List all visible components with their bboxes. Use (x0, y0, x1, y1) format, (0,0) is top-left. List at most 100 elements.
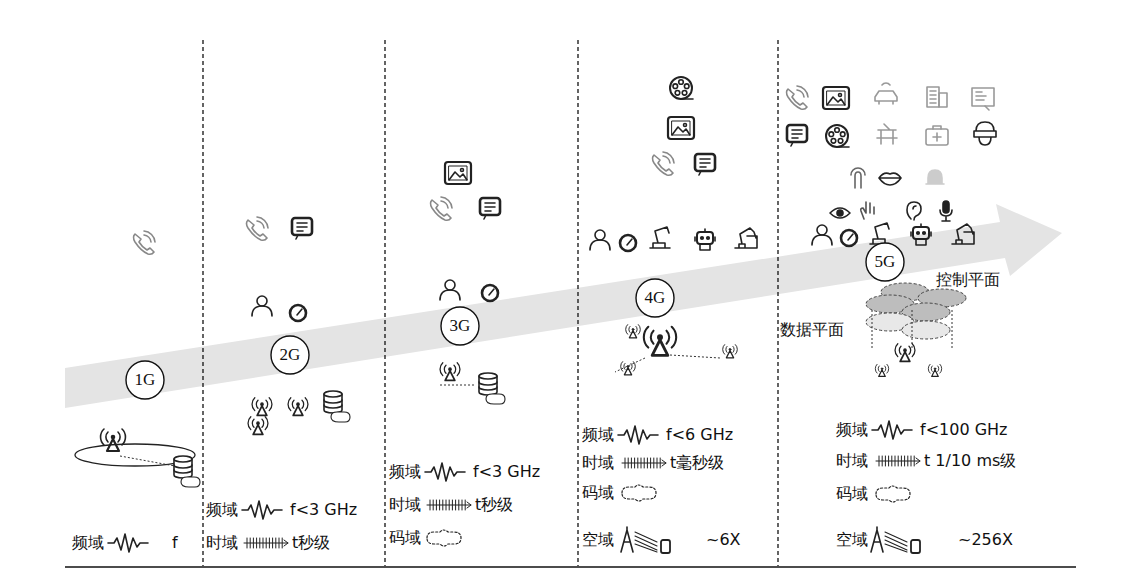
domain-label: 频域 (206, 500, 238, 520)
domain-label: 频域 (836, 420, 868, 440)
circle-shape (441, 307, 479, 345)
plane-label: 控制平面 (936, 270, 1000, 290)
hand-icon (861, 202, 874, 219)
domain-label: 频域 (582, 425, 614, 445)
generation-circle: 4G (635, 278, 675, 318)
domain-label: f<3 GHz (290, 500, 357, 520)
msg-icon (480, 198, 500, 219)
circle-shape (126, 361, 164, 399)
msg-icon (292, 218, 312, 239)
generation-label: 2G (270, 335, 310, 365)
tower-symbol (440, 363, 460, 381)
domain-label: 码域 (836, 484, 868, 504)
frequency-wave-symbol (618, 426, 658, 444)
user-icon (590, 230, 610, 250)
domain-label: f<3 GHz (473, 462, 540, 482)
frequency-wave-symbol (425, 463, 465, 481)
time-slot-symbol (876, 456, 920, 466)
crane-icon (870, 223, 890, 244)
film-icon (826, 125, 849, 147)
domain-label: 频域 (72, 533, 104, 553)
tower-symbol (723, 345, 738, 358)
frequency-wave-symbol (242, 501, 282, 519)
tower-symbol (101, 429, 126, 451)
image-icon (668, 117, 694, 139)
user-icon (252, 296, 272, 316)
domain-label: t秒级 (475, 495, 513, 515)
eye-icon (830, 208, 850, 218)
tower-symbol (895, 344, 915, 362)
generation-circle: 1G (125, 360, 165, 400)
frequency-wave-symbol (872, 421, 912, 439)
user-icon (812, 225, 832, 245)
tower-symbol (626, 325, 641, 338)
generation-label: 3G (440, 306, 480, 336)
link-line (615, 358, 645, 372)
frequency-wave-symbol (108, 534, 148, 552)
finger-icon (851, 168, 865, 188)
network-plane (902, 321, 950, 339)
gauge-icon (841, 230, 857, 246)
domain-label: f (172, 533, 178, 553)
code-symbol (427, 530, 461, 546)
link-line (440, 385, 475, 386)
domain-label: f<6 GHz (666, 425, 733, 445)
user-icon (440, 280, 460, 300)
column-divider (577, 40, 578, 566)
arm-icon (735, 228, 757, 248)
crane-icon (650, 227, 670, 248)
generation-circle: 3G (440, 306, 480, 346)
image-icon (823, 87, 849, 109)
domain-label: 空域 (582, 530, 614, 550)
domain-label: 频域 (389, 462, 421, 482)
tower-symbol (875, 364, 889, 376)
vr-icon (974, 122, 996, 145)
gauge-icon (290, 305, 306, 321)
ear-icon (907, 202, 921, 220)
database-symbol (174, 456, 200, 487)
lips-icon (879, 173, 901, 185)
screen-icon (972, 88, 994, 110)
mic-icon (940, 201, 952, 221)
time-slot-symbol (622, 458, 666, 468)
link-line (872, 310, 873, 350)
domain-label: 时域 (836, 451, 868, 471)
generation-circle: 5G (865, 242, 905, 282)
tower-symbol (288, 398, 308, 416)
domain-label: t毫秒级 (670, 453, 724, 473)
tram-icon (877, 124, 897, 144)
link-line (952, 310, 953, 350)
plane-label: 数据平面 (780, 320, 844, 340)
antenna-array-symbol (871, 527, 920, 553)
phone-icon (134, 231, 156, 254)
code-symbol (876, 486, 910, 502)
msg-icon (695, 154, 715, 175)
domain-label: 时域 (389, 495, 421, 515)
car-icon (875, 83, 897, 104)
link-line (120, 456, 175, 466)
domain-label: t 1/10 ms级 (924, 451, 1016, 471)
domain-label: ~256X (958, 530, 1013, 550)
generation-label: 5G (865, 242, 905, 272)
bell-icon (926, 170, 944, 184)
phone-icon (787, 86, 809, 109)
tower-symbol (252, 398, 272, 416)
link-line (670, 355, 720, 358)
code-symbol (622, 485, 656, 501)
time-slot-symbol (244, 538, 288, 548)
column-divider (384, 40, 385, 566)
generation-label: 4G (635, 278, 675, 308)
robot-icon (911, 224, 931, 245)
building-icon (927, 87, 947, 107)
circle-shape (866, 243, 904, 281)
image-icon (445, 162, 471, 184)
tower-symbol (248, 417, 268, 435)
domain-label: ~6X (706, 530, 741, 550)
tower-symbol (644, 327, 676, 356)
domain-label: 空域 (836, 530, 868, 550)
robot-icon (695, 229, 715, 250)
film-icon (670, 77, 693, 99)
baseline (65, 566, 1076, 568)
database-symbol (479, 373, 505, 404)
